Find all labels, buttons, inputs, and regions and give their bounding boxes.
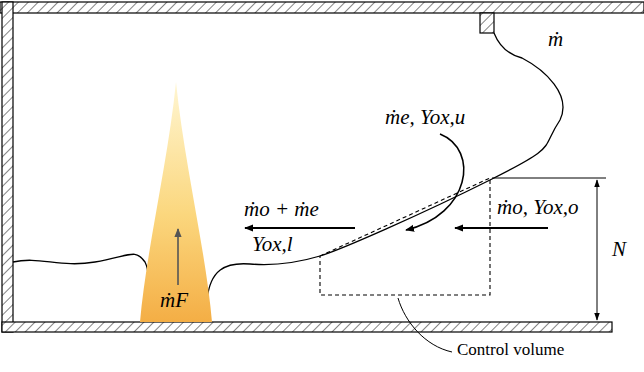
flow-label: ṁo + ṁe [242, 198, 321, 221]
ceiling-wall [0, 2, 644, 13]
entrainment-arrow [406, 134, 464, 230]
flow-label: ṁo, Yox,o [495, 196, 581, 219]
flow-label: Yox,l [250, 233, 295, 256]
leader-line [398, 298, 452, 352]
flow-label: ṁ [546, 28, 565, 51]
flow-label: ṁF [160, 289, 188, 312]
floor [2, 322, 612, 332]
flame-body [140, 82, 212, 322]
callout-label: Control volume [455, 341, 566, 360]
control-volume [320, 178, 490, 295]
inflow-arrow [455, 227, 548, 229]
flame-shape [136, 82, 216, 322]
dimension-tick [492, 178, 606, 179]
dimension-label: N [610, 238, 628, 261]
dimension-line [597, 180, 598, 320]
left-wall [2, 2, 13, 332]
flow-label: ṁe, Yox,u [383, 106, 467, 129]
flow-arrow [245, 227, 355, 229]
smoke-layer-interface [13, 254, 148, 300]
soffit [480, 13, 494, 33]
flame: ṁF [136, 82, 216, 322]
fuel-flow-arrow [177, 229, 179, 285]
smoke-layer-interface [207, 33, 563, 300]
